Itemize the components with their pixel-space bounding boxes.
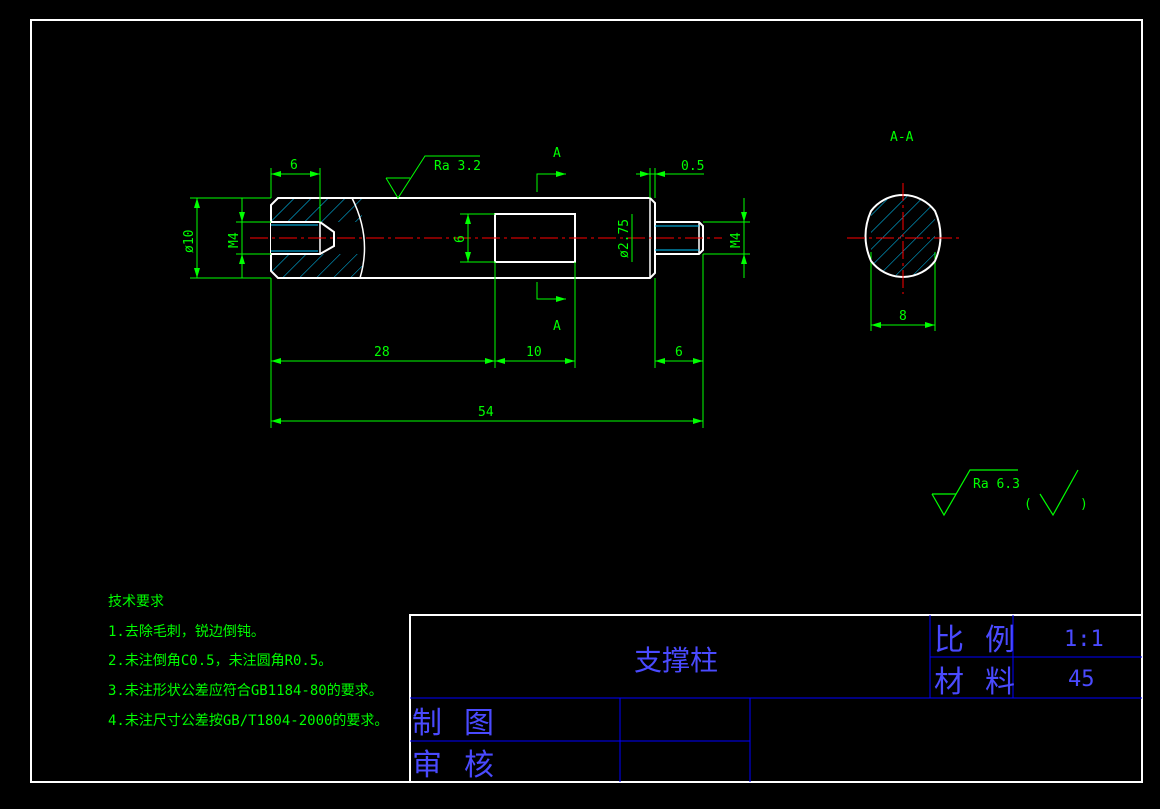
section-mark-a-top: A: [553, 146, 561, 161]
tech-requirement-item: 1.去除毛刺，锐边倒钝。: [108, 624, 265, 640]
drawn-label-1: 制: [412, 706, 442, 741]
section-mark-a-bottom: A: [553, 319, 561, 334]
title-block: 支撑柱 比 例 1:1 材 料 45 制 图 审 核: [409, 614, 1143, 783]
dim-54: 54: [478, 405, 494, 420]
section-title-aa: A-A: [890, 130, 914, 145]
dim-05: 0.5: [681, 159, 704, 174]
tech-requirement-item: 4.未注尺寸公差按GB/T1804-2000的要求。: [108, 713, 388, 729]
roughness-paren-close: ): [1080, 497, 1088, 512]
section-view-aa: [847, 183, 960, 294]
dim-m4-right: M4: [729, 232, 744, 248]
material-value: 45: [1068, 667, 1095, 692]
hatch-region-top: [272, 198, 362, 222]
tech-requirements-title: 技术要求: [108, 594, 164, 610]
dim-28: 28: [374, 345, 390, 360]
hatch-region-bottom: [272, 254, 362, 278]
dim-dia275: ø2.75: [617, 219, 632, 258]
checked-label-1: 审: [412, 748, 442, 783]
title-part-name: 支撑柱: [634, 644, 718, 677]
dim-dia10: ø10: [182, 230, 197, 253]
dim-10: 10: [526, 345, 542, 360]
roughness-general-symbol: [931, 469, 1079, 517]
tech-requirement-item: 2.未注倒角C0.5，未注圆角R0.5。: [108, 653, 332, 669]
tech-requirement-item: 3.未注形状公差应符合GB1184-80的要求。: [108, 682, 383, 699]
scale-value: 1:1: [1064, 627, 1104, 652]
drawn-label-2: 图: [464, 706, 494, 741]
dimension-lines: [190, 155, 936, 428]
scale-label-1: 比: [934, 623, 964, 658]
dimension-arrows: [194, 171, 935, 424]
dim-8: 8: [899, 309, 907, 324]
tech-requirements: 技术要求 1.去除毛刺，锐边倒钝。 2.未注倒角C0.5，未注圆角R0.5。 3…: [108, 594, 388, 729]
material-label-1: 材: [934, 665, 964, 700]
checked-label-2: 核: [464, 748, 494, 783]
roughness-paren-open: (: [1024, 497, 1032, 512]
drawing-text: 6 Ra 3.2 A A 0.5 ø10 M4 6 ø2.75 M4 28 10…: [182, 130, 1088, 512]
dim-6-inner: 6: [453, 235, 468, 243]
dim-m4-left: M4: [227, 232, 242, 248]
scale-label-2: 例: [985, 623, 1015, 658]
dim-6-top: 6: [290, 158, 298, 173]
main-view: [250, 197, 722, 279]
section-outline: [864, 194, 942, 278]
section-break-curve: [351, 197, 366, 279]
roughness-ra32-label: Ra 3.2: [434, 159, 481, 174]
material-label-2: 料: [985, 665, 1015, 700]
roughness-ra63-label: Ra 6.3: [973, 477, 1020, 492]
dim-6-bottom: 6: [675, 345, 683, 360]
